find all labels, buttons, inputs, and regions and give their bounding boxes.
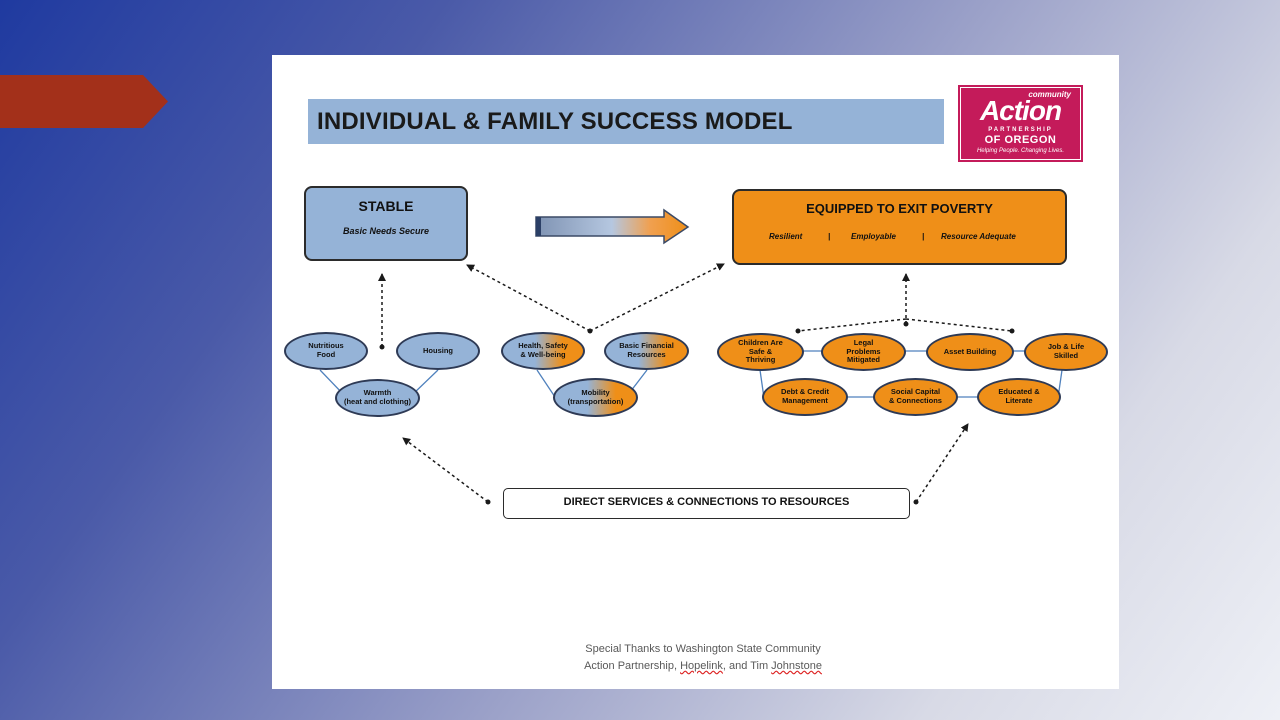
slide-canvas: INDIVIDUAL & FAMILY SUCCESS MODEL commun… bbox=[272, 55, 1119, 689]
connector-dots bbox=[379, 321, 1015, 505]
credit-line-2-part-a: Action Partnership, bbox=[584, 660, 681, 672]
oval-debt-credit-label: Debt & Credit Management bbox=[781, 387, 829, 405]
credit-line-2: Action Partnership, Hopelink, and Tim Jo… bbox=[272, 658, 1134, 675]
oval-asset-building-label: Asset Building bbox=[943, 346, 997, 356]
stable-box: STABLE Basic Needs Secure bbox=[304, 186, 468, 261]
connector-layer bbox=[319, 208, 1063, 505]
logo-tagline: Helping People. Changing Lives. bbox=[976, 148, 1065, 154]
equipped-separator-2: | bbox=[922, 232, 925, 241]
stable-title: STABLE bbox=[358, 198, 414, 214]
oval-social-capital: Social Capital & Connections bbox=[873, 378, 958, 416]
oval-job-life-skilled-label: Job & Life Skilled bbox=[1047, 342, 1085, 360]
equipped-title: EQUIPPED TO EXIT POVERTY bbox=[806, 201, 993, 216]
logo-community-text: community bbox=[1028, 90, 1071, 99]
oval-health-safety: Health, Safety & Well-being bbox=[501, 332, 585, 370]
dashed-flow-arrows bbox=[378, 263, 1013, 503]
oval-debt-credit: Debt & Credit Management bbox=[762, 378, 848, 416]
oval-mobility: Mobility (transportation) bbox=[553, 378, 638, 417]
credit-line-2-part-c: , and Tim bbox=[722, 660, 772, 672]
equipped-resource-adequate: Resource Adequate bbox=[941, 232, 1016, 241]
oval-educated-literate: Educated & Literate bbox=[977, 378, 1061, 416]
oval-educated-literate-label: Educated & Literate bbox=[998, 387, 1040, 405]
oval-health-safety-label: Health, Safety & Well-being bbox=[518, 341, 568, 359]
equipped-employable: Employable bbox=[851, 232, 896, 241]
equipped-separator-1: | bbox=[828, 232, 831, 241]
oval-basic-financial: Basic Financial Resources bbox=[604, 332, 689, 370]
oval-legal-problems: Legal Problems Mitigated bbox=[821, 333, 906, 371]
equipped-box: EQUIPPED TO EXIT POVERTY Resilient | Emp… bbox=[732, 189, 1067, 265]
credit-note: Special Thanks to Washington State Commu… bbox=[272, 641, 1134, 675]
equipped-subtitle-row: Resilient | Employable | Resource Adequa… bbox=[734, 232, 1065, 244]
logo-partnership-text: PARTNERSHIP bbox=[988, 127, 1053, 133]
oval-warmth-label: Warmth (heat and clothing) bbox=[343, 388, 412, 406]
oval-children-safe-label: Children Are Safe & Thriving bbox=[738, 338, 783, 365]
oval-legal-problems-label: Legal Problems Mitigated bbox=[846, 338, 881, 365]
oval-job-life-skilled: Job & Life Skilled bbox=[1024, 333, 1108, 371]
transition-arrow-left-band bbox=[536, 217, 541, 236]
oval-housing-label: Housing bbox=[423, 345, 453, 355]
stable-subtitle: Basic Needs Secure bbox=[342, 226, 430, 236]
logo-action-text: Action bbox=[979, 95, 1062, 126]
credit-line-2-part-d: Johnstone bbox=[771, 660, 822, 672]
oval-basic-financial-label: Basic Financial Resources bbox=[619, 341, 674, 359]
direct-services-label: DIRECT SERVICES & CONNECTIONS TO RESOURC… bbox=[563, 496, 850, 508]
oval-mobility-label: Mobility (transportation) bbox=[567, 387, 624, 406]
title-bar: INDIVIDUAL & FAMILY SUCCESS MODEL bbox=[308, 99, 944, 144]
oval-nutritious-food: Nutritious Food bbox=[284, 332, 368, 370]
credit-line-2-part-b: Hopelink bbox=[680, 660, 723, 672]
oval-nutritious-food-label: Nutritious Food bbox=[308, 341, 344, 359]
community-action-logo: community Action PARTNERSHIP OF OREGON H… bbox=[958, 85, 1083, 162]
equipped-resilient: Resilient bbox=[769, 232, 803, 241]
credit-line-1: Special Thanks to Washington State Commu… bbox=[585, 643, 821, 655]
accent-arrow-tab bbox=[0, 75, 168, 128]
oval-warmth: Warmth (heat and clothing) bbox=[335, 379, 420, 417]
logo-oregon-text: OF OREGON bbox=[984, 134, 1057, 146]
oval-children-safe: Children Are Safe & Thriving bbox=[717, 333, 804, 371]
oval-social-capital-label: Social Capital & Connections bbox=[889, 387, 942, 405]
slide-title: INDIVIDUAL & FAMILY SUCCESS MODEL bbox=[317, 107, 793, 135]
oval-housing: Housing bbox=[396, 332, 480, 370]
oval-asset-building: Asset Building bbox=[926, 333, 1014, 371]
transition-arrow bbox=[535, 208, 690, 245]
direct-services-box: DIRECT SERVICES & CONNECTIONS TO RESOURC… bbox=[503, 488, 910, 519]
